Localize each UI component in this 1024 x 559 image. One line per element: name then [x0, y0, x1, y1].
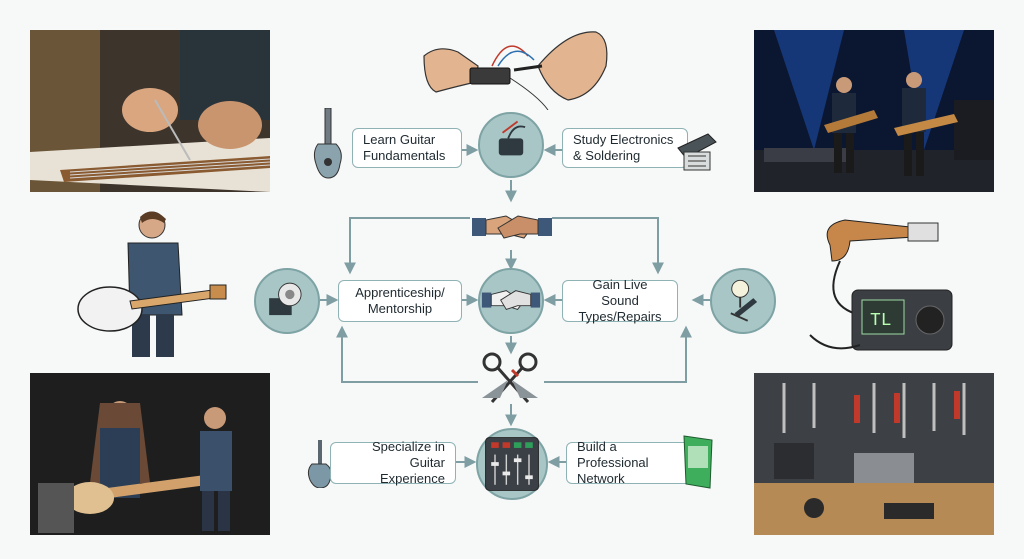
node-network-line1: Build a: [577, 439, 617, 454]
node-study-line1: Study Electronics: [573, 132, 674, 147]
mixing-console-icon: [476, 428, 548, 500]
photo-tool-wall: [754, 373, 994, 535]
svg-text:TL: TL: [870, 311, 892, 331]
photo-guitarist-drawing: [70, 205, 230, 360]
photo-mentorship-scene: [30, 373, 270, 535]
scissors-tools-icon: [478, 350, 544, 406]
node-network-line2: Professional Network: [577, 455, 649, 486]
electric-guitar-icon: [310, 108, 346, 180]
node-specialize-line2: Experience: [379, 471, 445, 486]
node-learn-line1: Learn Guitar: [363, 132, 436, 147]
node-learn-line2: Fundamentals: [363, 148, 446, 163]
solder-spool-icon: [254, 268, 320, 334]
node-gain-live-sound: Gain Live Sound Types/Repairs: [562, 277, 678, 324]
circuit-chip-icon: [672, 128, 720, 176]
node-specialize-guitar: Specialize in Guitar Experience: [330, 439, 456, 486]
handshake-circle-icon: [478, 268, 544, 334]
node-apprenticeship-mentorship: Apprenticeship/ Mentorship: [338, 280, 462, 322]
soldering-hands-icon: [418, 26, 614, 110]
photo-guitar-repair-closeup: [30, 30, 270, 192]
node-live-line2: Types/Repairs: [578, 309, 662, 324]
node-apprenticeship-line2: Mentorship: [367, 301, 433, 316]
pickup-circle-icon: [478, 112, 544, 178]
node-specialize-line1: Specialize in Guitar: [372, 439, 445, 470]
handshake-icon: [472, 204, 552, 250]
microphone-icon: [710, 268, 776, 334]
photo-live-band: [754, 30, 994, 192]
node-learn-guitar-fundamentals: Learn Guitar Fundamentals: [352, 128, 462, 168]
node-apprenticeship-line1: Apprenticeship/: [355, 285, 445, 300]
node-study-electronics: Study Electronics & Soldering: [562, 128, 688, 168]
flag-icon: [680, 432, 716, 492]
node-build-network: Build a Professional Network: [566, 439, 702, 486]
node-study-line2: & Soldering: [573, 148, 641, 163]
node-live-line1: Gain Live Sound: [592, 277, 648, 308]
photo-amp-tuner: TL: [790, 205, 960, 360]
